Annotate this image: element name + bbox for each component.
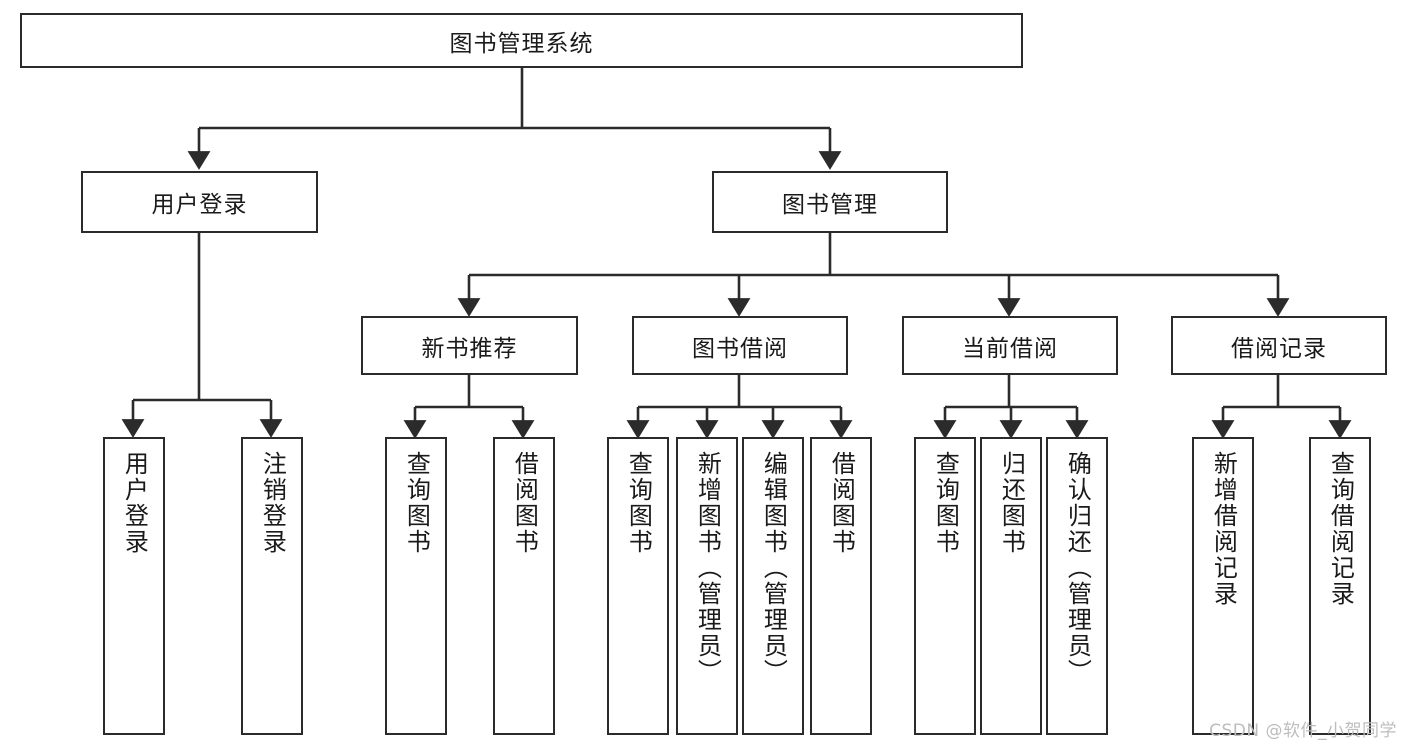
node-root[interactable]: 图书管理系统 [20, 13, 1023, 68]
node-new-book-recommend[interactable]: 新书推荐 [361, 316, 578, 375]
leaf-label: 查询图书 [931, 451, 960, 555]
leaf-record-add-record[interactable]: 新增借阅记录 [1192, 437, 1254, 735]
leaf-borrow-add-book[interactable]: 新增图书（管理员） [676, 437, 738, 735]
csdn-watermark: CSDN @软件_小贺同学 [1209, 721, 1397, 741]
node-new-book-recommend-label: 新书推荐 [421, 335, 518, 362]
leaf-user-login-login[interactable]: 用户登录 [103, 437, 165, 735]
leaf-label: 确认归还（管理员） [1063, 451, 1092, 685]
node-book-borrow[interactable]: 图书借阅 [632, 316, 848, 375]
leaf-recommend-borrow-book[interactable]: 借阅图书 [493, 437, 555, 735]
leaf-record-query-record[interactable]: 查询借阅记录 [1309, 437, 1371, 735]
node-user-login[interactable]: 用户登录 [81, 171, 318, 233]
leaf-borrow-query-book[interactable]: 查询图书 [607, 437, 669, 735]
node-book-management[interactable]: 图书管理 [712, 171, 948, 233]
node-current-borrow-label: 当前借阅 [962, 335, 1058, 362]
leaf-label: 编辑图书（管理员） [759, 451, 788, 685]
leaf-current-return-book[interactable]: 归还图书 [980, 437, 1042, 735]
node-borrow-record[interactable]: 借阅记录 [1171, 316, 1387, 375]
leaf-label: 归还图书 [997, 451, 1026, 555]
leaf-label: 查询图书 [624, 451, 653, 555]
leaf-label: 注销登录 [258, 451, 287, 555]
node-current-borrow[interactable]: 当前借阅 [902, 316, 1118, 375]
leaf-borrow-borrow-book[interactable]: 借阅图书 [810, 437, 872, 735]
leaf-label: 新增借阅记录 [1209, 451, 1238, 607]
leaf-current-query-book[interactable]: 查询图书 [914, 437, 976, 735]
leaf-label: 用户登录 [120, 451, 149, 555]
leaf-label: 查询借阅记录 [1326, 451, 1355, 607]
leaf-user-login-logout[interactable]: 注销登录 [241, 437, 303, 735]
node-book-borrow-label: 图书借阅 [692, 335, 788, 362]
leaf-label: 借阅图书 [510, 451, 539, 555]
node-user-login-label: 用户登录 [151, 192, 248, 218]
leaf-label: 新增图书（管理员） [693, 451, 722, 685]
node-book-management-label: 图书管理 [782, 192, 878, 218]
leaf-label: 查询图书 [402, 451, 431, 555]
node-root-label: 图书管理系统 [449, 30, 594, 57]
node-borrow-record-label: 借阅记录 [1231, 335, 1327, 362]
leaf-current-confirm-return[interactable]: 确认归还（管理员） [1046, 437, 1108, 735]
leaf-label: 借阅图书 [827, 451, 856, 555]
leaf-recommend-query-book[interactable]: 查询图书 [385, 437, 447, 735]
leaf-borrow-edit-book[interactable]: 编辑图书（管理员） [742, 437, 804, 735]
